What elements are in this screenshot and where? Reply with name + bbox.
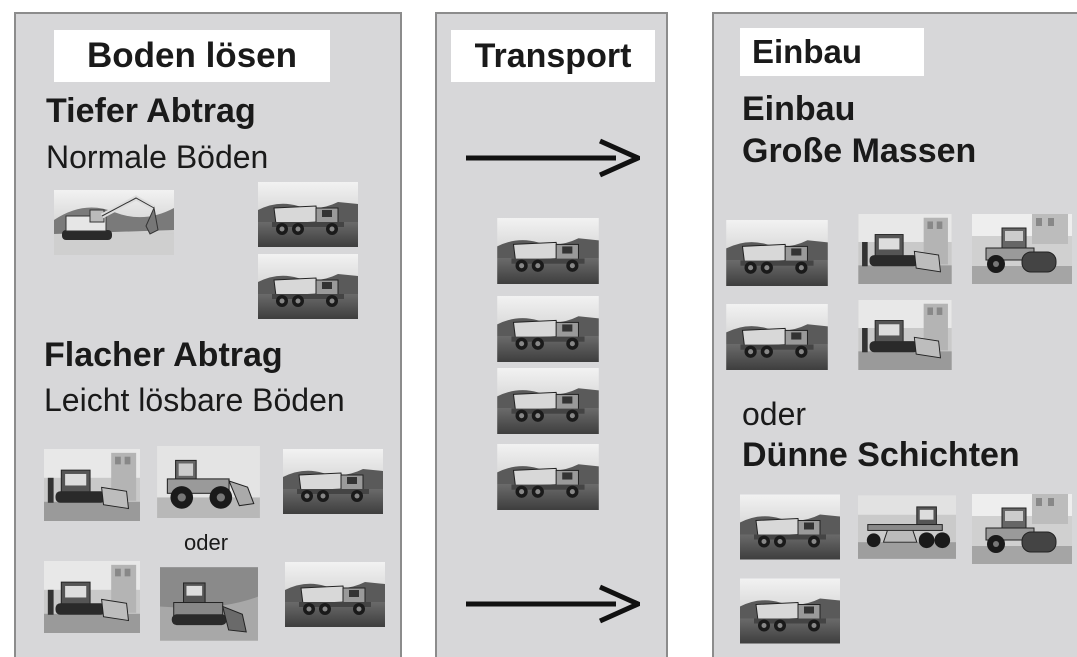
or-label: oder [742, 396, 807, 432]
deep-excavation-heading: Tiefer Abtrag [46, 92, 256, 130]
bulldozer-photo [44, 448, 140, 522]
mass-install-heading-line2: Große Massen [742, 132, 977, 170]
arrow-right-icon [466, 138, 640, 178]
dump-truck-photo [740, 578, 840, 644]
panel-title-install: Einbau [740, 28, 924, 76]
dump-truck-photo [740, 494, 840, 560]
thin-layers-heading: Dünne Schichten [742, 436, 1020, 474]
bulldozer-photo [856, 214, 954, 284]
arrow-right-icon [466, 584, 640, 624]
or-label: oder [184, 530, 229, 555]
dump-truck-photo [497, 444, 599, 510]
crawler-loader-photo [160, 566, 258, 642]
panel-installation: Einbau Einbau Große Massen oder Dünne Sc… [712, 12, 1077, 657]
dump-truck-photo [497, 368, 599, 434]
bulldozer-photo [856, 300, 954, 370]
panel-transport: Transport [435, 12, 668, 657]
excavator-photo [54, 190, 174, 255]
shallow-excavation-subheading: Leicht lösbare Böden [44, 382, 345, 418]
panel-title-transport: Transport [451, 30, 655, 82]
grader-photo [858, 494, 956, 560]
dump-truck-photo [258, 182, 358, 247]
dump-truck-photo [258, 254, 358, 319]
dump-truck-photo [497, 218, 599, 284]
deep-excavation-subheading: Normale Böden [46, 139, 269, 175]
dump-truck-photo [726, 220, 828, 286]
panel-soil-loosening: Boden lösen Tiefer Abtrag Normale Böden … [14, 12, 402, 657]
roller-photo [972, 494, 1072, 564]
dump-truck-photo [497, 296, 599, 362]
dump-truck-photo [284, 562, 386, 627]
wheel-loader-photo [156, 446, 261, 518]
dump-truck-photo [726, 304, 828, 370]
bulldozer-photo [44, 560, 140, 634]
panel-title-loosen: Boden lösen [54, 30, 330, 82]
mass-install-heading-line1: Einbau [742, 90, 856, 128]
dump-truck-photo [282, 449, 384, 514]
shallow-excavation-heading: Flacher Abtrag [44, 336, 283, 374]
roller-photo [972, 214, 1072, 284]
